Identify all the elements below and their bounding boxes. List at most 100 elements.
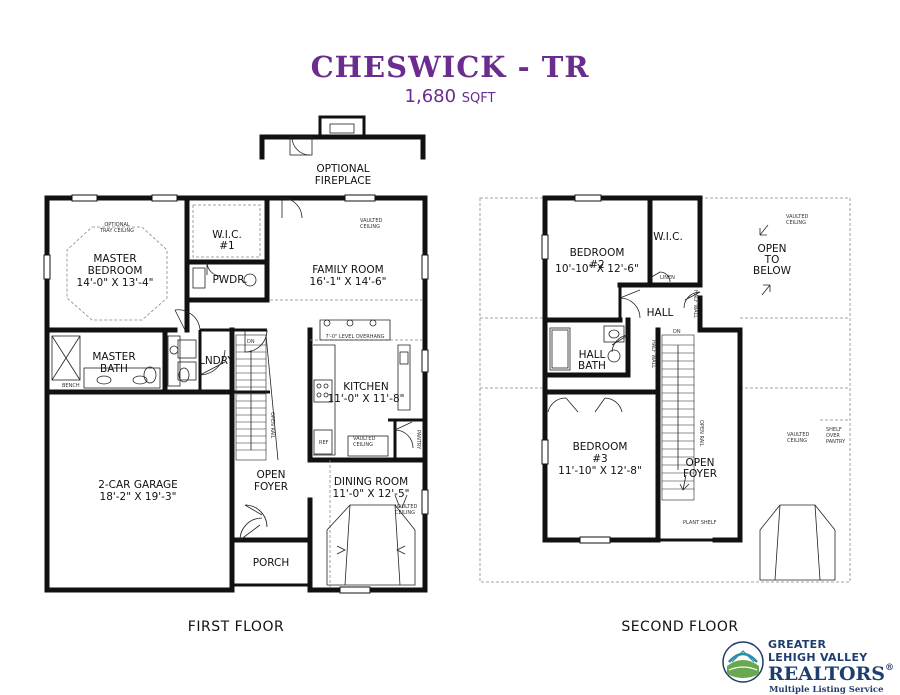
window [541,439,549,465]
optional-fireplace-label-2: FIREPLACE [315,175,371,187]
logo-line-1: GREATER [768,638,827,651]
logo-line-3: REALTORS® [768,663,894,685]
garage-size: 18'-2" X 19'-3" [100,491,177,503]
dn-note-first: DN [247,339,255,345]
area-value: 1,680 [404,86,457,107]
logo-line-4: Multiple Listing Service [769,685,884,695]
second-floor-plan: BEDROOM #2 . 10'-10" X 12'-6" W.I.C. LIN… [479,194,851,635]
first-floor-plan: OPTIONAL FIREPLACE OPTIONAL TRAY CEILING… [43,115,429,635]
bedroom3-label-2: #3 [592,453,607,465]
dining-room-label: DINING ROOM [334,476,408,488]
kitchen-label: KITCHEN [343,381,389,393]
half-wall-note: HALF WALL [692,290,698,318]
vaulted-right-note-2: CEILING [787,438,807,444]
garage-label: 2-CAR GARAGE [98,479,178,491]
second-floor-stairs [661,334,695,501]
ref-note: REF [319,440,329,446]
open-foyer-label-2: FOYER [254,481,288,493]
vaulted-top-note-1: VAULTED [786,214,808,220]
window [421,489,429,515]
vaulted-dining-note-2: CEILING [395,510,415,516]
master-bedroom-label-1: MASTER [93,253,136,265]
window [71,194,98,202]
open-rail-note-first: OPEN RAIL [269,412,275,439]
optional-tray-note-1: OPTIONAL [104,222,130,228]
plan-suffix: - TR [506,50,590,84]
vaulted-kitchen-note-2: CEILING [353,442,373,448]
master-bath-label-2: BATH [100,363,128,375]
counter-overhang-note: 7'-0" LEVEL OVERHANG [325,334,384,340]
open-foyer-second-2: FOYER [683,468,717,480]
window [339,586,371,594]
family-room-label: FAMILY ROOM [312,264,384,276]
vaulted-family-note-2: CEILING [360,224,380,230]
svg-text:FIREPLACE: FIREPLACE [315,175,371,187]
dining-room-size: 11'-0" X 12'-5" [333,488,410,500]
bedroom2-label-1: BEDROOM [570,247,625,259]
open-below-label-1: OPEN [757,243,786,255]
window [574,194,602,202]
logo-realtors: REALTORS [768,663,886,685]
bedroom3-size: 11'-10" X 12'-8" [558,465,642,477]
second-floor-title: SECOND FLOOR [621,619,738,635]
pantry-note: PANTRY [415,430,421,450]
open-foyer-second-1: OPEN [685,457,714,469]
vaulted-dining-note-1: VAULTED [395,504,417,510]
master-bedroom-label-2: BEDROOM [88,265,143,277]
plan-title: CHESWICK - TR [0,50,900,84]
shelf-pantry-note-1: SHELF [826,427,842,433]
first-floor-stairs [235,334,279,461]
optional-fireplace [259,115,426,160]
shelf-pantry-note-3: PANTRY [826,439,846,445]
vaulted-top-note-2: CEILING [786,220,806,226]
shelf-pantry-note-2: OVER [826,433,840,439]
kitchen-size: 11'-0" X 11'-8" [328,393,405,405]
pwdr-label: PWDR. [212,274,247,286]
bedroom3-label-1: BEDROOM [573,441,628,453]
plan-area: 1,680 SQFT [0,86,900,107]
mls-logo-emblem [722,641,764,683]
porch-label: PORCH [253,557,290,569]
hall-label: HALL [647,307,674,319]
master-bath-label-1: MASTER [92,351,135,363]
plant-shelf-note: PLANT SHELF [683,520,717,526]
master-bedroom-size: 14'-0" X 13'-4" [77,277,154,289]
bedroom2-size-text: 10'-10" X 12'-6" [555,263,639,275]
wic1-label-1: W.I.C. [212,229,242,241]
optional-tray-note-2: TRAY CEILING [99,228,134,234]
window [151,194,178,202]
dn-note-second: DN [673,329,681,335]
logo-registered: ® [885,663,895,673]
window [43,254,51,280]
family-room-size: 16'-1" X 14'-6" [310,276,387,288]
logo-line-2: LEHIGH VALLEY [768,651,868,664]
first-floor-title: FIRST FLOOR [188,619,284,635]
window [421,254,429,280]
vaulted-kitchen-note-1: VAULTED [353,436,375,442]
half-wall-note-2: HALF WALL [650,340,656,368]
optional-fireplace-label-1: OPTIONAL [316,163,369,175]
laundry-label: LNDRY. [199,355,235,367]
open-rail-note-second: OPEN RAIL [698,420,704,447]
vaulted-right-note-1: VAULTED [787,432,809,438]
hall-bath-label-2: BATH [578,360,606,372]
open-foyer-label-1: OPEN [256,469,285,481]
svg-text:OPTIONAL: OPTIONAL [316,163,369,175]
wic1-label-2: #1 [219,240,234,252]
open-below-label-2: TO [764,254,780,266]
area-unit: SQFT [461,91,496,106]
bedroom2-label-2: #2 [589,259,604,271]
mls-logo: GREATER LEHIGH VALLEY REALTORS® Multiple… [720,636,900,695]
window [579,536,611,544]
window [421,349,429,373]
window [344,194,376,202]
wic-label: W.I.C. [653,231,683,243]
vaulted-family-note-1: VAULTED [360,218,382,224]
linen-note: LINEN [660,275,675,281]
open-below-label-3: BELOW [753,265,792,277]
bench-note: BENCH [62,383,80,389]
window [541,234,549,260]
plan-name: CHESWICK [310,50,507,84]
